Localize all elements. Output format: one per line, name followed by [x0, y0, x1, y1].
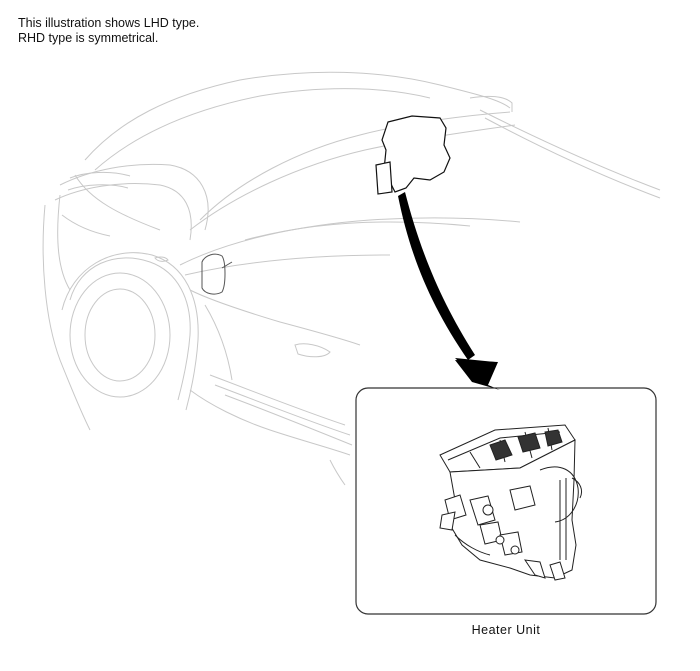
pointer-arrow: [398, 192, 500, 390]
car-outline: [42, 71, 661, 486]
side-mirror: [201, 253, 233, 295]
note-line-2: RHD type is symmetrical.: [18, 31, 159, 45]
illustration-note: This illustration shows LHD type. RHD ty…: [18, 16, 199, 46]
note-line-1: This illustration shows LHD type.: [18, 16, 200, 30]
heater-unit-illustration: [439, 424, 583, 581]
heater-unit-caption: Heater Unit: [471, 623, 541, 637]
heater-location-outline: [375, 115, 451, 195]
detail-frame: [355, 387, 657, 615]
